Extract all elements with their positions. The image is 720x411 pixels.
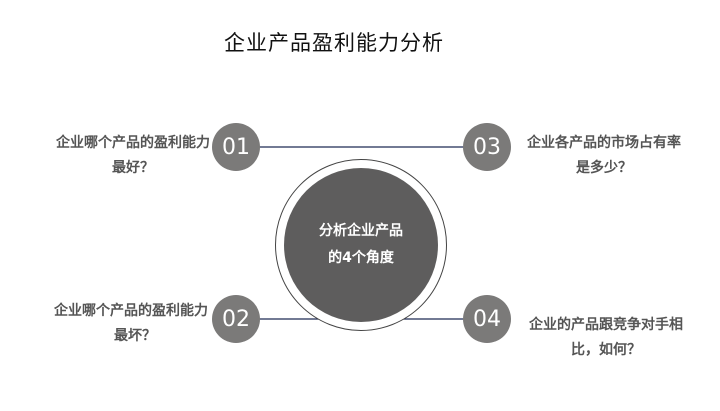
number-badge-02: 02 xyxy=(212,295,260,343)
question-04-line2: 比，如何？ xyxy=(571,342,641,358)
center-circle: 分析企业产品 的4个角度 xyxy=(284,168,438,322)
question-04: 企业的产品跟竞争对手相 比，如何？ xyxy=(529,313,683,363)
question-03-line2: 是多少？ xyxy=(576,160,632,176)
question-01-line2: 最好？ xyxy=(112,160,154,176)
number-badge-04: 04 xyxy=(463,295,511,343)
question-04-line1: 企业的产品跟竞争对手相 xyxy=(529,317,683,333)
question-02: 企业哪个产品的盈利能力 最坏？ xyxy=(54,299,208,349)
question-02-line2: 最坏？ xyxy=(114,328,156,344)
center-text-line2: 的4个角度 xyxy=(328,250,394,266)
question-02-line1: 企业哪个产品的盈利能力 xyxy=(54,303,208,319)
number-badge-01: 01 xyxy=(212,123,260,171)
question-03-line1: 企业各产品的市场占有率 xyxy=(527,135,681,151)
center-text-line1: 分析企业产品 xyxy=(319,223,403,239)
question-01: 企业哪个产品的盈利能力 最好？ xyxy=(56,131,210,181)
page-title: 企业产品盈利能力分析 xyxy=(224,31,444,55)
question-01-line1: 企业哪个产品的盈利能力 xyxy=(56,135,210,151)
number-badge-03: 03 xyxy=(463,123,511,171)
question-03: 企业各产品的市场占有率 是多少？ xyxy=(527,131,681,181)
